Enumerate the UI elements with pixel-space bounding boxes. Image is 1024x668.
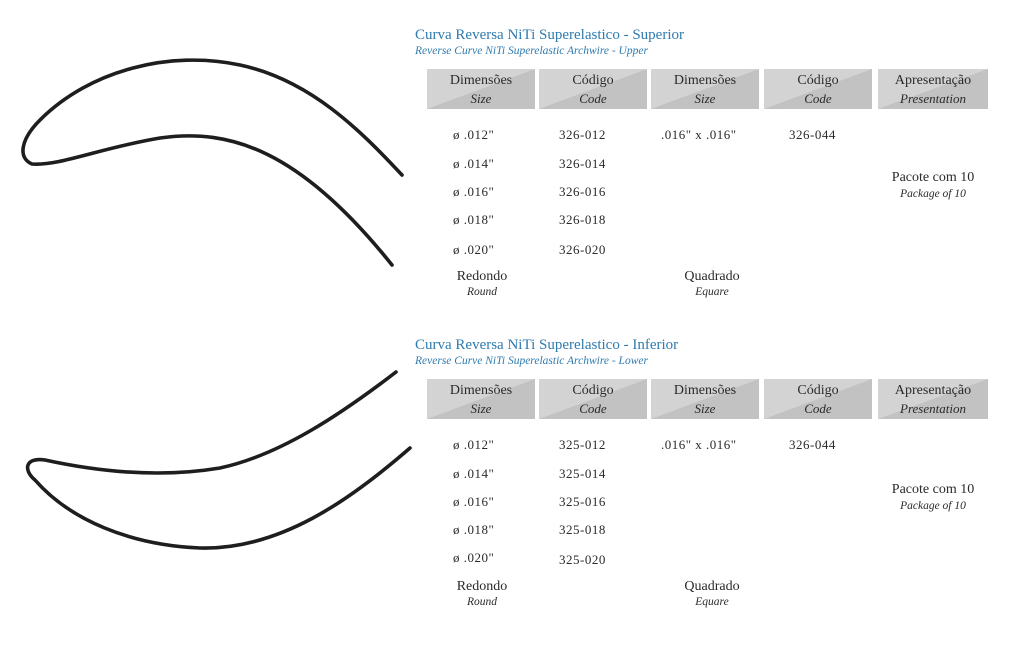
round-code-cell: 326-012 — [559, 127, 606, 142]
square-label-en: Equare — [695, 286, 729, 298]
upper-archwire-illustration — [21, 58, 404, 267]
round-label: Redondo Round — [427, 578, 537, 610]
header-sublabel: Code — [579, 401, 607, 416]
upper-product-section: Curva Reversa NiTi Superelastico - Super… — [415, 26, 995, 298]
header-sublabel: Code — [804, 91, 832, 106]
round-code-cell: 325-016 — [559, 494, 606, 509]
header-label: Dimensões — [449, 73, 513, 88]
lower-archwire-illustration — [25, 370, 412, 550]
presentation-label-pt: Pacote com 10 — [891, 482, 975, 497]
header-label: Dimensões — [673, 73, 737, 88]
square-code-cell: 326-044 — [789, 437, 836, 452]
header-sublabel: Size — [470, 401, 492, 416]
square-label-en: Equare — [695, 596, 729, 608]
header-label: Dimensões — [673, 383, 737, 398]
round-label-en: Round — [466, 596, 498, 608]
round-code-cell: 326-014 — [559, 156, 606, 171]
round-size-cell: ø .020" — [453, 242, 495, 257]
round-size-cell: ø .014" — [453, 156, 495, 171]
header-size-round: Dimensões Size — [427, 69, 535, 109]
header-sublabel: Size — [694, 91, 716, 106]
round-label-pt: Redondo — [456, 269, 508, 284]
header-size-square: Dimensões Size — [651, 379, 759, 419]
header-code-round: Código Code — [539, 69, 647, 109]
round-code-cell: 326-020 — [559, 242, 606, 257]
header-code-round: Código Code — [539, 379, 647, 419]
header-label: Código — [797, 383, 839, 398]
header-sublabel: Code — [579, 91, 607, 106]
square-code-cell: 326-044 — [789, 127, 836, 142]
round-size-cell: ø .018" — [453, 212, 495, 227]
presentation-label-pt: Pacote com 10 — [891, 170, 975, 185]
header-label: Dimensões — [449, 383, 513, 398]
header-label: Apresentação — [894, 73, 972, 88]
square-label: Quadrado Equare — [657, 268, 767, 300]
round-code-cell: 325-012 — [559, 437, 606, 452]
lower-product-section: Curva Reversa NiTi Superelastico - Infer… — [415, 336, 995, 608]
square-size-cell: .016" x .016" — [661, 437, 737, 452]
header-sublabel: Size — [694, 401, 716, 416]
section-title: Curva Reversa NiTi Superelastico - Super… — [415, 27, 684, 43]
header-code-square: Código Code — [764, 379, 872, 419]
round-code-cell: 325-014 — [559, 466, 606, 481]
header-size-square: Dimensões Size — [651, 69, 759, 109]
header-presentation: Apresentação Presentation — [878, 69, 988, 109]
header-presentation: Apresentação Presentation — [878, 379, 988, 419]
round-code-cell: 326-018 — [559, 212, 606, 227]
section-subtitle: Reverse Curve NiTi Superelastic Archwire… — [415, 45, 648, 57]
round-label: Redondo Round — [427, 268, 537, 300]
round-size-cell: ø .018" — [453, 522, 495, 537]
round-size-cell: ø .020" — [453, 550, 495, 565]
header-sublabel: Presentation — [900, 401, 966, 416]
header-label: Apresentação — [894, 383, 972, 398]
round-size-cell: ø .012" — [453, 127, 495, 142]
section-title: Curva Reversa NiTi Superelastico - Infer… — [415, 337, 679, 353]
header-label: Código — [797, 73, 839, 88]
presentation-info: Pacote com 10 Package of 10 — [878, 481, 988, 514]
square-label: Quadrado Equare — [657, 578, 767, 610]
round-code-cell: 325-018 — [559, 522, 606, 537]
presentation-info: Pacote com 10 Package of 10 — [878, 169, 988, 202]
header-sublabel: Presentation — [900, 91, 966, 106]
header-sublabel: Code — [804, 401, 832, 416]
header-label: Código — [572, 73, 614, 88]
square-label-pt: Quadrado — [684, 579, 740, 594]
square-label-pt: Quadrado — [684, 269, 740, 284]
round-size-cell: ø .016" — [453, 494, 495, 509]
header-code-square: Código Code — [764, 69, 872, 109]
round-size-cell: ø .016" — [453, 184, 495, 199]
presentation-label-en: Package of 10 — [900, 188, 966, 200]
header-label: Código — [572, 383, 614, 398]
square-size-cell: .016" x .016" — [661, 127, 737, 142]
header-sublabel: Size — [470, 91, 492, 106]
round-size-cell: ø .012" — [453, 437, 495, 452]
round-code-cell: 325-020 — [559, 552, 606, 567]
round-label-en: Round — [466, 286, 498, 298]
round-size-cell: ø .014" — [453, 466, 495, 481]
round-label-pt: Redondo — [456, 579, 508, 594]
section-subtitle: Reverse Curve NiTi Superelastic Archwire… — [415, 355, 648, 367]
header-size-round: Dimensões Size — [427, 379, 535, 419]
presentation-label-en: Package of 10 — [900, 500, 966, 512]
round-code-cell: 326-016 — [559, 184, 606, 199]
